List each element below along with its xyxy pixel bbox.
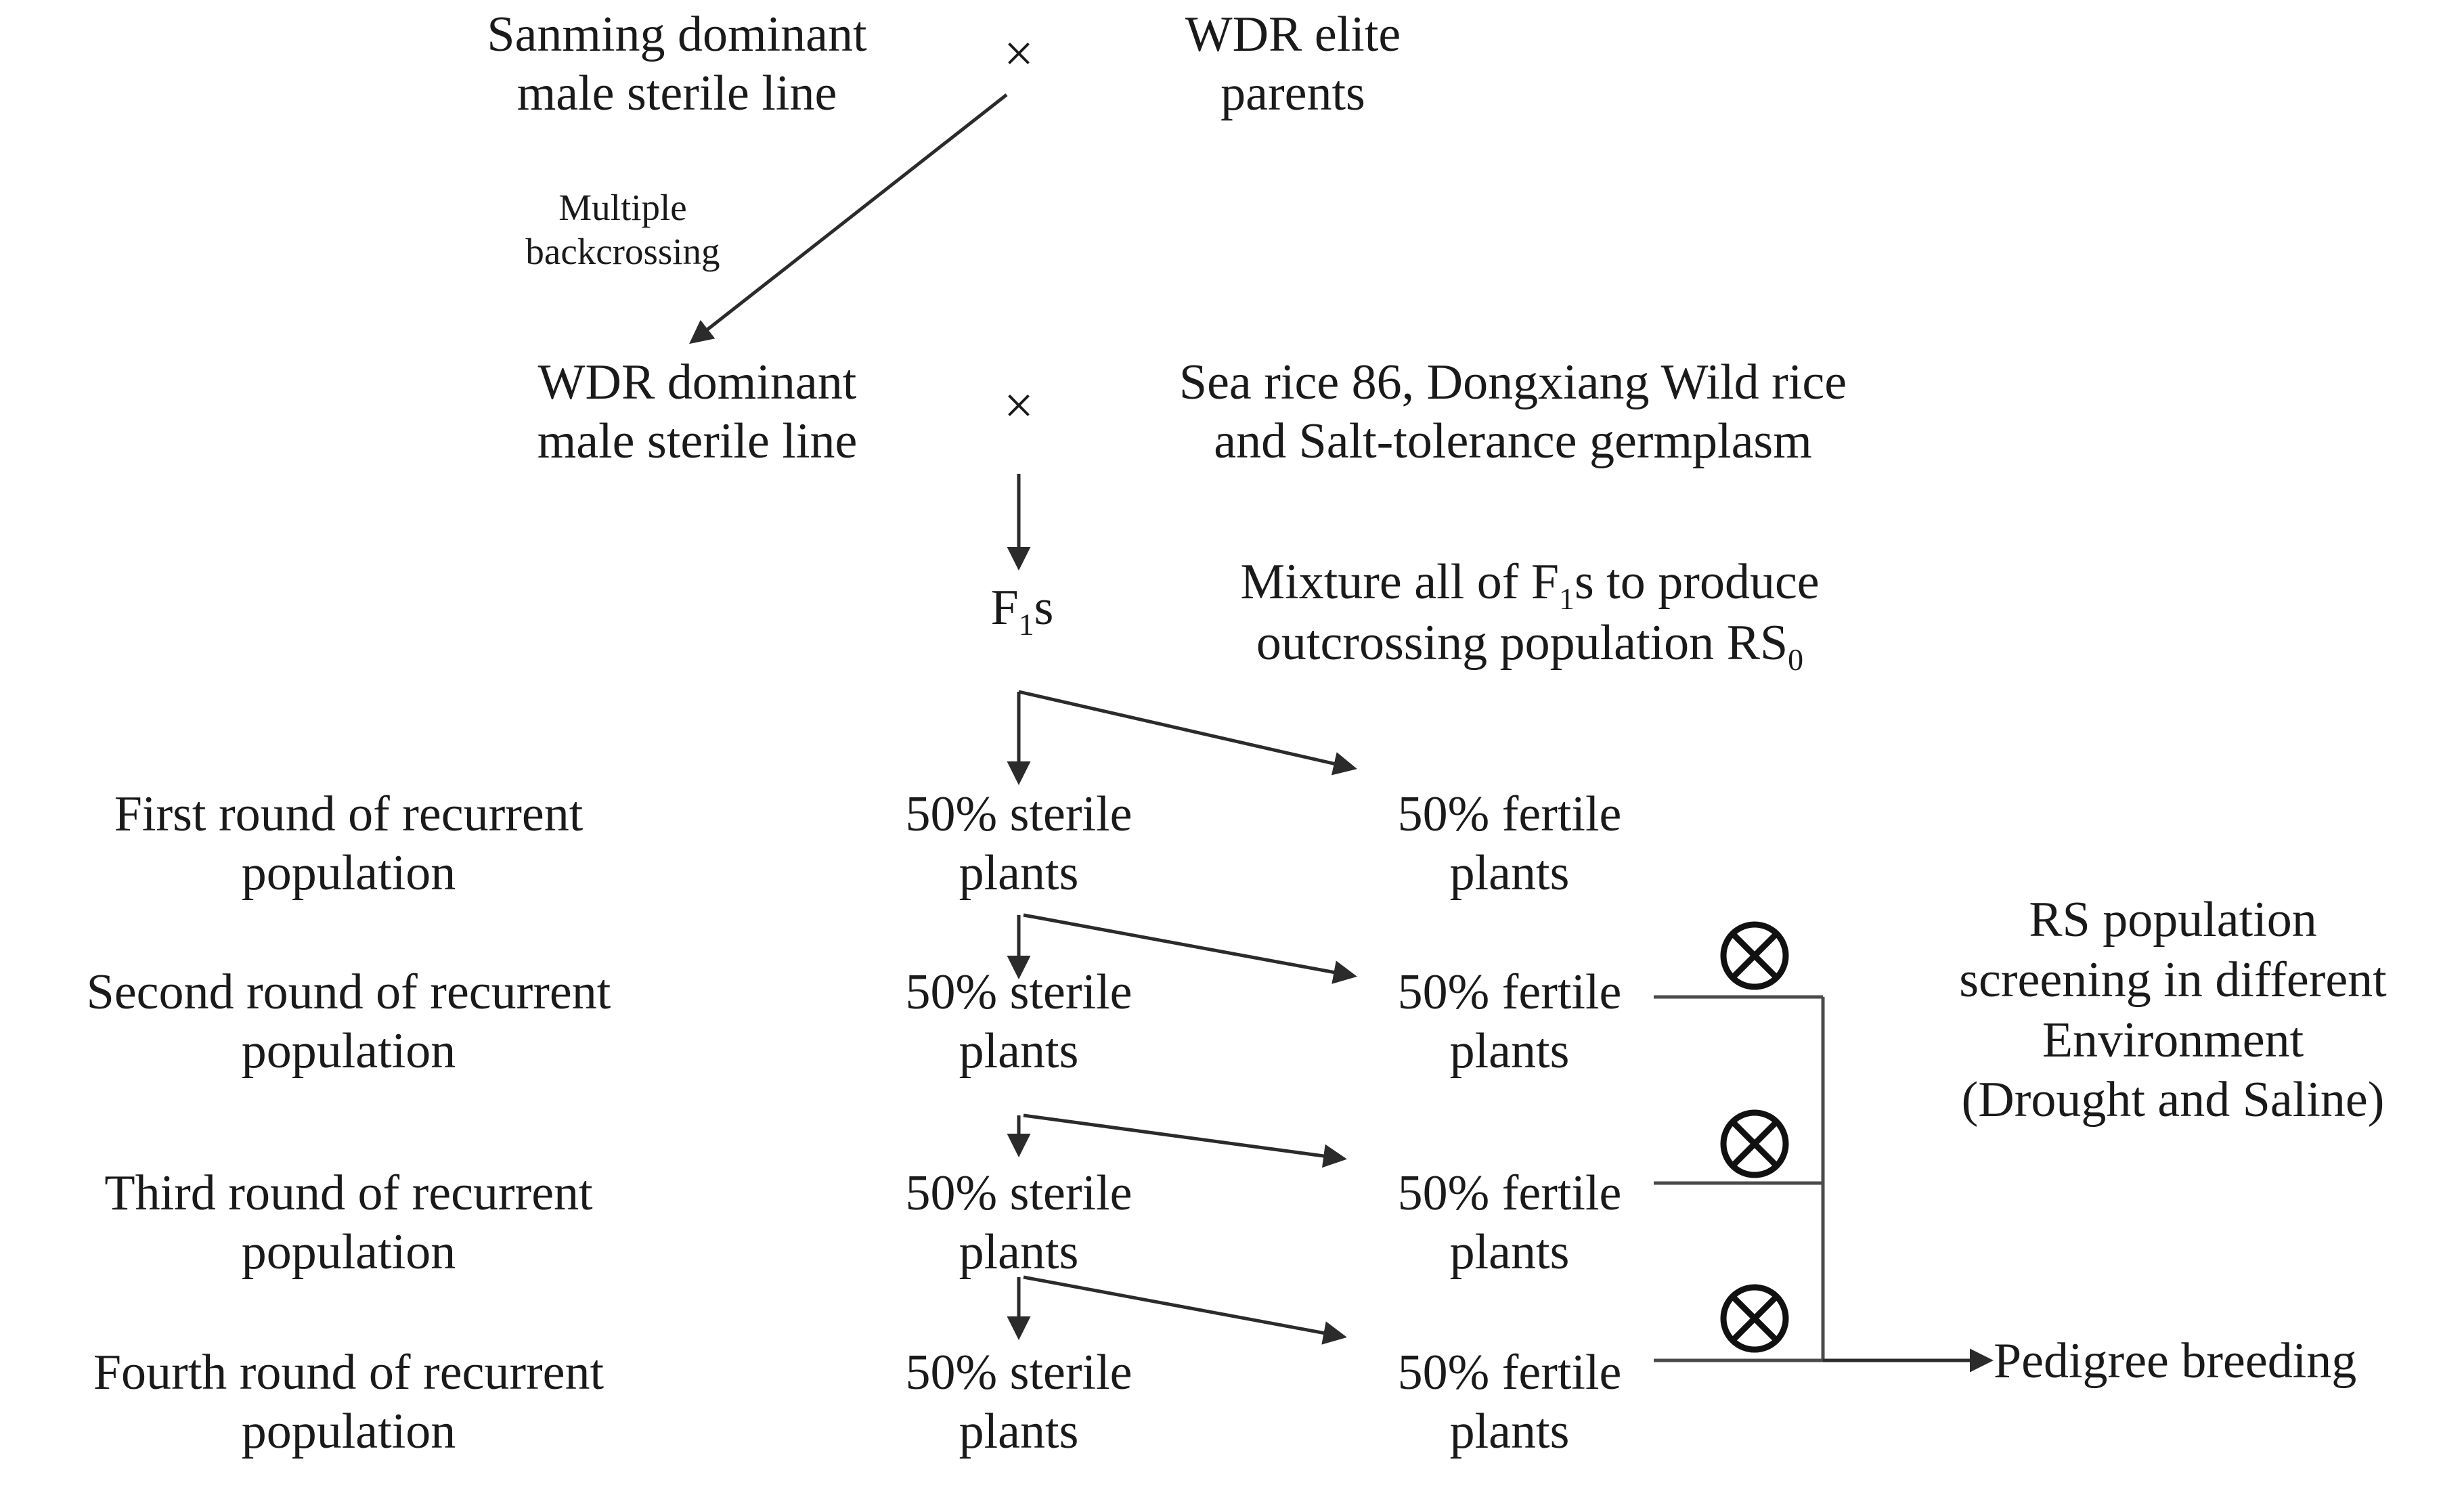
node-rs-population-screening: RS population screening in different Env… — [1959, 892, 2387, 1128]
node-pedigree-breeding: Pedigree breeding — [1994, 1333, 2357, 1389]
f1s-suffix: s — [1034, 580, 1054, 636]
node-sterile-plants-1: 50% sterile plants — [905, 786, 1132, 902]
selfing-cross-circle-icon-2 — [1720, 1109, 1789, 1178]
selfing-cross-circle-icon-1 — [1720, 921, 1789, 990]
node-sterile-plants-2: 50% sterile plants — [905, 964, 1132, 1080]
cross-symbol-1: × — [1004, 24, 1034, 83]
mixture-line1-a: Mixture all of F — [1240, 554, 1560, 610]
label-round-3: Third round of recurrent population — [104, 1165, 593, 1281]
node-fertile-plants-2: 50% fertile plants — [1397, 964, 1622, 1080]
mixture-line2-a: outcrossing population RS — [1256, 615, 1788, 671]
edge-sterile2-to-fertile3 — [1023, 1113, 1347, 1168]
node-f1s: F1s — [954, 579, 1090, 640]
selfing-cross-circle-icon-3 — [1720, 1284, 1789, 1353]
node-sterile-plants-4: 50% sterile plants — [905, 1345, 1132, 1460]
node-fertile-plants-3: 50% fertile plants — [1397, 1165, 1622, 1281]
f1s-subscript: 1 — [1018, 606, 1034, 642]
node-wdr-elite-parents: WDR elite parents — [1185, 7, 1401, 122]
mixture-line1-b: s to produce — [1574, 554, 1820, 610]
edge-f1s-to-fertile1 — [1018, 690, 1357, 776]
f1s-prefix: F — [990, 580, 1019, 636]
label-round-1: First round of recurrent population — [114, 786, 584, 902]
node-fertile-plants-1: 50% fertile plants — [1397, 786, 1622, 902]
cross-symbol-2: × — [1004, 376, 1034, 435]
label-round-2: Second round of recurrent population — [86, 964, 611, 1080]
edge-sterile3-to-fertile4 — [1023, 1275, 1347, 1345]
node-sterile-plants-3: 50% sterile plants — [905, 1165, 1132, 1281]
node-wdr-dominant-male-sterile-line: WDR dominant male sterile line — [537, 355, 858, 470]
node-sanming-dominant-male-sterile-line: Sanming dominant male sterile line — [487, 7, 867, 122]
label-multiple-backcrossing: Multiple backcrossing — [525, 187, 720, 272]
mixture-line2-subscript: 0 — [1788, 642, 1804, 677]
node-donor-germplasm: Sea rice 86, Dongxiang Wild rice and Sal… — [1179, 355, 1847, 470]
mixture-line1-subscript: 1 — [1559, 581, 1575, 616]
label-round-4: Fourth round of recurrent population — [93, 1345, 604, 1460]
node-fertile-plants-4: 50% fertile plants — [1397, 1345, 1622, 1460]
